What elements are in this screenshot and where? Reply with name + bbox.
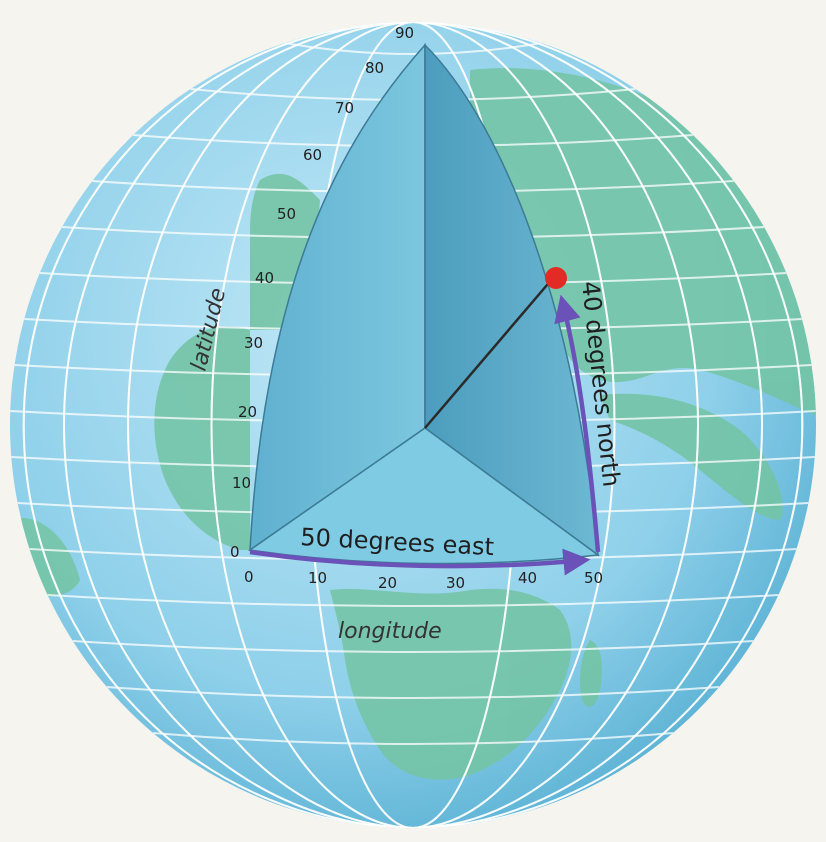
parallel-line	[72, 640, 754, 653]
wedge-latitude-face	[249, 43, 426, 552]
land-africa-west	[154, 326, 250, 550]
longitude-tick-label: 20	[378, 574, 397, 592]
parallel-line	[153, 732, 673, 745]
latitude-tick-label: 60	[303, 146, 322, 164]
longitude-tick-label: 50	[584, 569, 603, 587]
latitude-tick-label: 40	[255, 269, 274, 287]
latitude-tick-label: 0	[230, 543, 240, 561]
parallel-line	[47, 594, 779, 607]
land-arabia	[600, 393, 783, 520]
latitude-tick-label: 30	[244, 334, 263, 352]
longitude-tick-label: 40	[518, 569, 537, 587]
latitude-tick-label: 20	[238, 403, 257, 421]
latitude-tick-label: 80	[365, 59, 384, 77]
longitude-tick-label: 10	[308, 569, 327, 587]
longitude-axis-label: longitude	[338, 619, 442, 644]
latitude-tick-label: 70	[335, 99, 354, 117]
meridian-line	[127, 22, 699, 828]
latitude-ticks: 0 10 20 30 40 50 60 70 80 90	[230, 24, 414, 561]
meridian-line	[63, 22, 763, 828]
location-point	[545, 267, 567, 289]
latitude-tick-label: 90	[395, 24, 414, 42]
latitude-tick-label: 50	[277, 205, 296, 223]
north-arrow	[554, 294, 601, 553]
longitude-tick-label: 30	[446, 574, 465, 592]
parallel-line	[106, 686, 720, 699]
meridian-line	[210, 22, 616, 828]
radius-line	[424, 277, 554, 429]
latitude-tick-label: 10	[232, 474, 251, 492]
land-madagascar	[580, 640, 602, 707]
parallel-line	[284, 42, 542, 55]
east-arrow	[249, 548, 591, 576]
graticule	[10, 22, 816, 828]
land-africa-south	[330, 588, 572, 780]
longitude-ticks: 0 10 20 30 40 50	[244, 568, 603, 592]
longitude-tick-label: 0	[244, 568, 254, 586]
meridian-line	[22, 22, 804, 828]
